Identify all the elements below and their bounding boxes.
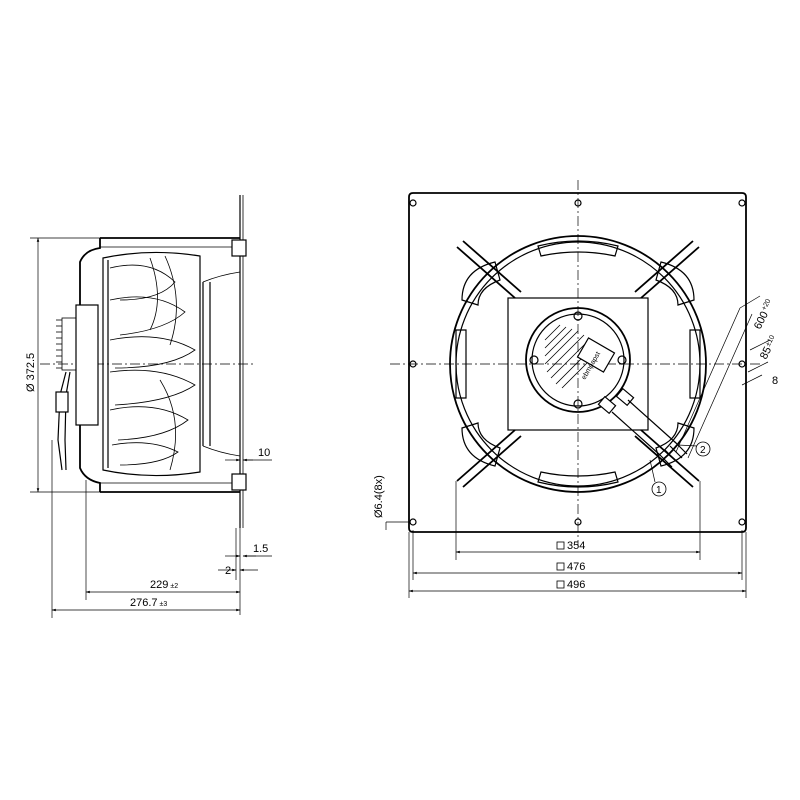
- dim-10: 10: [225, 447, 272, 462]
- dim-1-5: 1.5: [225, 543, 272, 558]
- strip-85-label: 85±10: [758, 334, 780, 362]
- dim-2: 2: [218, 528, 258, 580]
- callout-1-label: 1: [656, 485, 662, 496]
- dim-276-label: 276.7±3: [130, 597, 167, 609]
- front-view: ebmpapst 600+20 85±10 8 1: [373, 180, 780, 598]
- dim-diameter: Ø 372.5: [25, 237, 100, 493]
- dim-hole: Ø6.4(8x): [373, 475, 409, 530]
- dim-229-label: 229±2: [150, 579, 178, 591]
- dim-229: 229±2: [85, 480, 241, 615]
- dim-276-value: 276.7: [130, 597, 158, 609]
- strip-85-value: 85: [758, 345, 774, 361]
- hole-label: Ø6.4(8x): [373, 475, 385, 518]
- dim-354-label: 354: [567, 540, 585, 552]
- side-view: Ø 372.5 10 1.5 2 229±2: [25, 195, 272, 618]
- dim-8-label: 8: [772, 375, 778, 387]
- dim-8: 8: [741, 361, 778, 387]
- dim-276: 276.7±3: [51, 440, 241, 618]
- dim-476: 476: [412, 530, 743, 580]
- callout-1: 1: [649, 459, 667, 497]
- dim-229-tol: ±2: [170, 583, 178, 590]
- heatsink-fins: [56, 319, 62, 369]
- dim-496-label: 496: [567, 579, 585, 591]
- strip-85-tol: ±10: [765, 334, 777, 348]
- dim-229-value: 229: [150, 579, 168, 591]
- dim-1-5-label: 1.5: [253, 543, 268, 555]
- dim-10-label: 10: [258, 447, 270, 459]
- electronics-fins: [544, 324, 603, 389]
- dim-276-tol: ±3: [160, 601, 168, 608]
- cable-600-label: 600+20: [752, 298, 777, 331]
- cable-600-value: 600: [752, 310, 771, 332]
- diameter-label: Ø 372.5: [25, 353, 37, 392]
- dim-2-label: 2: [225, 565, 231, 577]
- dim-354: 354: [455, 481, 701, 560]
- dim-496: 496: [408, 532, 747, 598]
- dim-strip-85: 85±10: [749, 334, 780, 362]
- cable-600-tol: +20: [761, 298, 773, 312]
- callout-2-label: 2: [700, 445, 706, 456]
- callout-2: 2: [677, 441, 711, 457]
- dim-476-label: 476: [567, 561, 585, 573]
